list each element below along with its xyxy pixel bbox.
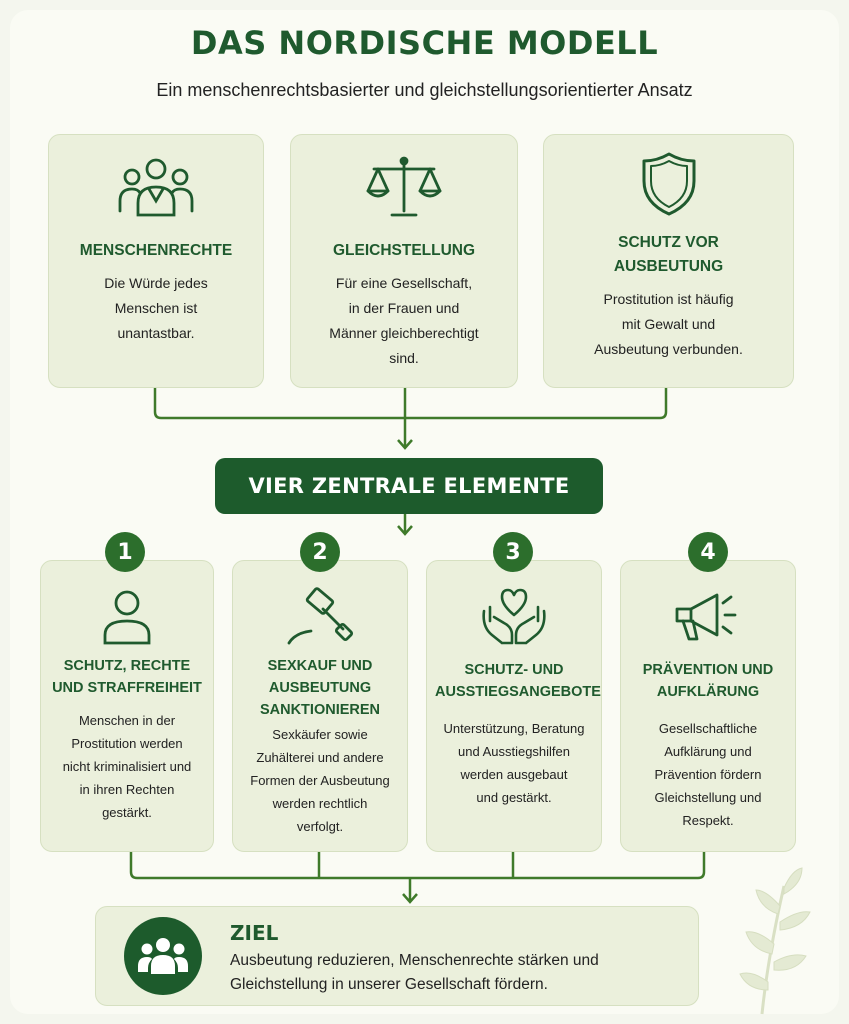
- megaphone-icon: [621, 589, 795, 645]
- leaf-branch-icon: [739, 867, 811, 1015]
- card-heading: SCHUTZ VOR AUSBEUTUNG: [613, 234, 724, 275]
- element-heading: SCHUTZ- UND AUSSTIEGSANGEBOTE: [435, 662, 601, 700]
- section-banner: VIER ZENTRALE ELEMENTE: [215, 458, 603, 514]
- card-schutz-vor-ausbeutung: SCHUTZ VOR AUSBEUTUNG Prostitution ist h…: [543, 134, 794, 388]
- person-icon: [41, 589, 213, 645]
- element-card-4: PRÄVENTION UND AUFKLÄRUNG Gesellschaftli…: [620, 560, 796, 852]
- card-heading: GLEICHSTELLUNG: [332, 242, 476, 259]
- hands-heart-icon: [427, 587, 601, 647]
- element-card-3: SCHUTZ- UND AUSSTIEGSANGEBOTE Unterstütz…: [426, 560, 602, 852]
- element-card-1: SCHUTZ, RECHTE UND STRAFFREIHEIT Mensche…: [40, 560, 214, 852]
- element-text: Unterstützung, Beratung und Ausstiegshil…: [443, 721, 585, 805]
- people-group-icon: [49, 157, 263, 221]
- number-badge-4: 4: [688, 532, 728, 572]
- element-heading: SEXKAUF UND AUSBEUTUNG SANKTIONIEREN: [259, 658, 381, 718]
- card-heading: MENSCHENRECHTE: [79, 242, 233, 259]
- element-heading: SCHUTZ, RECHTE UND STRAFFREIHEIT: [52, 658, 202, 696]
- page-subtitle: Ein menschenrechtsbasierter und gleichst…: [156, 80, 693, 100]
- card-text: Die Würde jedes Menschen ist unantastbar…: [104, 275, 208, 341]
- element-text: Sexkäufer sowie Zuhälterei und andere Fo…: [250, 727, 390, 834]
- card-text: Prostitution ist häufig mit Gewalt und A…: [594, 291, 743, 357]
- element-text: Gesellschaftliche Aufklärung und Prävent…: [654, 721, 762, 828]
- element-card-2: SEXKAUF UND AUSBEUTUNG SANKTIONIEREN Sex…: [232, 560, 408, 852]
- card-text: Für eine Gesellschaft, in der Frauen und…: [329, 275, 479, 366]
- community-icon: [124, 917, 202, 995]
- number-badge-1: 1: [105, 532, 145, 572]
- element-heading: PRÄVENTION UND AUFKLÄRUNG: [642, 662, 774, 700]
- goal-title: ZIEL: [230, 921, 279, 945]
- shield-icon: [544, 151, 793, 217]
- card-gleichstellung: GLEICHSTELLUNG Für eine Gesellschaft, in…: [290, 134, 518, 388]
- gavel-icon: [233, 587, 407, 647]
- card-menschenrechte: MENSCHENRECHTE Die Würde jedes Menschen …: [48, 134, 264, 388]
- goal-box: ZIEL Ausbeutung reduzieren, Menschenrech…: [95, 906, 699, 1006]
- element-text: Menschen in der Prostitution werden nich…: [62, 713, 192, 820]
- scales-icon: [291, 155, 517, 221]
- goal-text: Ausbeutung reduzieren, Menschenrechte st…: [230, 952, 599, 993]
- number-badge-2: 2: [300, 532, 340, 572]
- page-title: DAS NORDISCHE MODELL: [190, 24, 659, 62]
- number-badge-3: 3: [493, 532, 533, 572]
